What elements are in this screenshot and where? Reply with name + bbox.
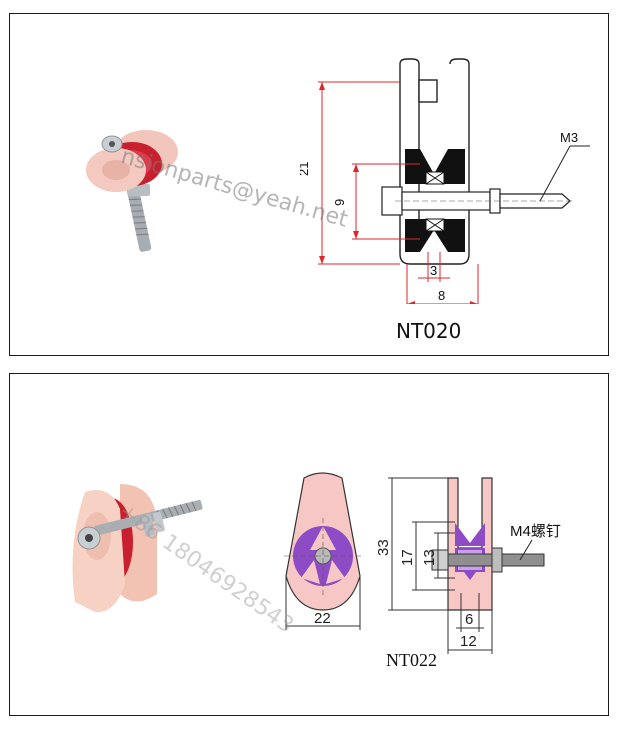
dim-height-label: 21	[300, 162, 311, 176]
dim-height-label: 33	[375, 539, 392, 556]
dim-inner-label: 13	[421, 549, 438, 566]
model-label-nt020: NT020	[396, 319, 462, 343]
dim-base-label: 22	[314, 610, 331, 627]
dim-groove-label: 3	[430, 263, 437, 278]
drawing-nt022: 22 M4螺钉	[284, 472, 561, 654]
dim-width-label: 12	[460, 633, 477, 650]
dim-bearing-label: 9	[332, 199, 347, 206]
dim-width-label: 8	[438, 288, 445, 303]
pulley-photo-nt020	[86, 130, 178, 252]
dim-mid-label: 17	[399, 549, 416, 566]
dim-groove-label: 6	[465, 611, 473, 628]
dim-screw-label: M3	[560, 130, 578, 145]
model-label-nt022: NT022	[386, 650, 437, 670]
drawing-nt020: M3 21 9 3 8	[300, 58, 590, 304]
dim-screw-label: M4螺钉	[510, 523, 561, 540]
product-panel-nt022: 22 M4螺钉	[9, 373, 609, 716]
pulley-photo-nt022	[72, 484, 203, 613]
product-panel-nt020: M3 21 9 3 8 nsionpa	[9, 13, 609, 356]
